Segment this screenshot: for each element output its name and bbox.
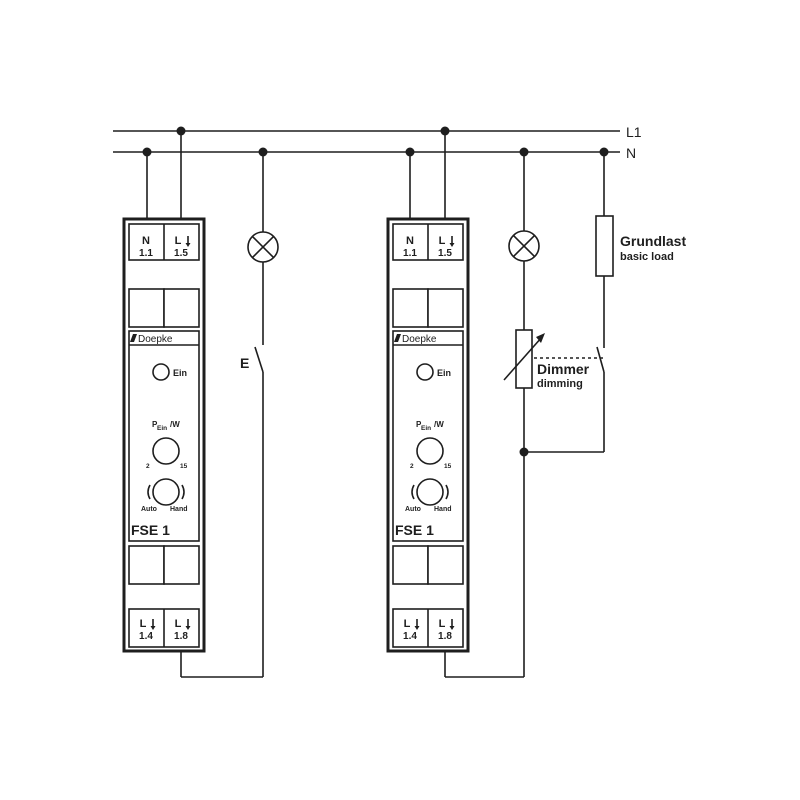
model-label: FSE 1 xyxy=(131,522,170,538)
arrow-down-icon xyxy=(449,619,455,630)
dimming-label: dimming xyxy=(537,378,583,390)
terminal-l-label: L xyxy=(140,618,147,630)
arrow-down-icon xyxy=(185,236,191,247)
terminal-l-number: 1.5 xyxy=(438,248,452,259)
power-min-label: 2 xyxy=(410,463,414,470)
terminal-l-number: 1.5 xyxy=(174,248,188,259)
terminal-l-label: L xyxy=(175,235,182,247)
terminal-l-number: 1.4 xyxy=(139,631,153,642)
terminal-l-number: 1.4 xyxy=(403,631,417,642)
busbar-l1-label: L1 xyxy=(626,124,642,140)
arrow-down-icon xyxy=(414,619,420,630)
basic-load-label: basic load xyxy=(620,251,674,263)
svg-text:Ein: Ein xyxy=(421,425,431,432)
fse1-device-1: N 1.1 L 1.5 Doepke Ein P Ein /W 2 15 Aut… xyxy=(122,217,206,653)
resistor-icon xyxy=(595,215,614,277)
power-min-label: 2 xyxy=(146,463,150,470)
svg-text:E: E xyxy=(240,355,249,371)
power-label: P Ein /W xyxy=(152,420,180,432)
ein-label: Ein xyxy=(173,368,187,378)
terminal-l-number: 1.8 xyxy=(438,631,452,642)
terminal-l-label: L xyxy=(439,618,446,630)
terminal-l-number: 1.8 xyxy=(174,631,188,642)
switch-icon xyxy=(596,346,605,373)
terminal-n-label: N xyxy=(406,235,414,247)
svg-text:/W: /W xyxy=(170,420,180,429)
variable-resistor-icon xyxy=(503,329,545,389)
arrow-down-icon xyxy=(185,619,191,630)
brand-logo-icon xyxy=(130,334,137,342)
lamp-icon xyxy=(247,231,279,263)
mode-auto-label: Auto xyxy=(405,506,421,513)
svg-text:Ein: Ein xyxy=(157,425,167,432)
dimmer-label: Dimmer xyxy=(537,361,590,377)
svg-text:P: P xyxy=(416,420,422,429)
arrow-down-icon xyxy=(449,236,455,247)
mode-hand-label: Hand xyxy=(170,506,188,513)
junction-dots xyxy=(142,126,609,457)
power-max-label: 15 xyxy=(444,463,452,470)
brand-name: Doepke xyxy=(402,334,437,345)
brand-logo-icon xyxy=(394,334,401,342)
terminal-l-label: L xyxy=(175,618,182,630)
grundlast-label: Grundlast xyxy=(620,233,686,249)
terminal-n-number: 1.1 xyxy=(139,248,153,259)
svg-text:P: P xyxy=(152,420,158,429)
svg-text:/W: /W xyxy=(434,420,444,429)
mode-hand-label: Hand xyxy=(434,506,452,513)
arrow-down-icon xyxy=(150,619,156,630)
mode-auto-label: Auto xyxy=(141,506,157,513)
busbar-n-label: N xyxy=(626,145,636,161)
power-label: P Ein /W xyxy=(416,420,444,432)
terminal-n-number: 1.1 xyxy=(403,248,417,259)
switch-icon: E xyxy=(240,346,264,373)
model-label: FSE 1 xyxy=(395,522,434,538)
fse1-device-2: N 1.1 L 1.5 Doepke Ein P Ein /W 2 15 Aut… xyxy=(386,217,470,653)
power-max-label: 15 xyxy=(180,463,188,470)
terminal-l-label: L xyxy=(439,235,446,247)
terminal-n-label: N xyxy=(142,235,150,247)
lamp-icon xyxy=(508,230,540,262)
terminal-l-label: L xyxy=(404,618,411,630)
brand-name: Doepke xyxy=(138,334,173,345)
ein-label: Ein xyxy=(437,368,451,378)
